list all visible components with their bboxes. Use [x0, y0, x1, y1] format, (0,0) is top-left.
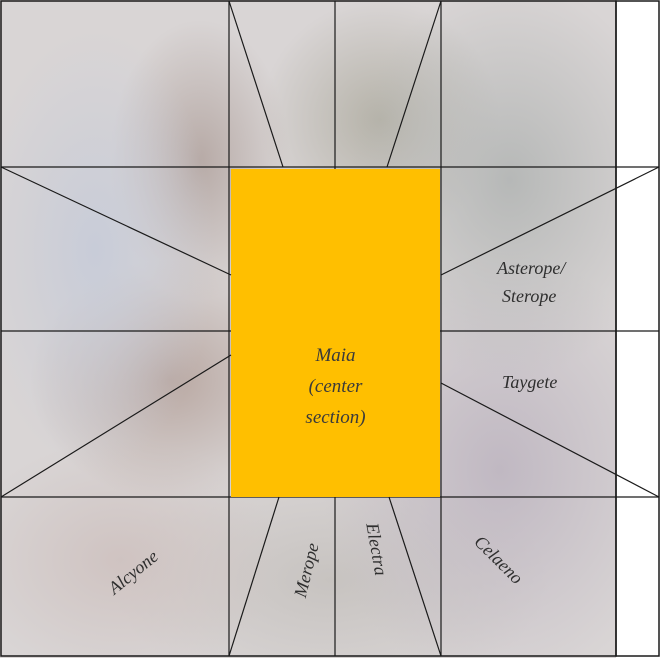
maia-center-block [231, 169, 440, 497]
asterope-label: Asterope/ Sterope [497, 256, 565, 309]
maia-label-line-3: section) [232, 402, 439, 433]
ray-bottom-left [229, 497, 279, 656]
maia-label-line-1: Maia [232, 340, 439, 371]
maia-label: Maia (center section) [232, 340, 439, 433]
maia-label-line-2: (center [232, 371, 439, 402]
taygete-label: Taygete [502, 370, 557, 395]
right-strip [616, 1, 659, 656]
ray-left-top [1, 167, 231, 275]
ray-top-left [229, 1, 283, 167]
ray-top-right [387, 1, 441, 167]
asterope-label-line-1: Asterope/ [497, 256, 565, 281]
ray-left-bottom [1, 355, 231, 497]
ray-bottom-right [389, 497, 441, 656]
asterope-label-line-2: Sterope [502, 284, 565, 309]
